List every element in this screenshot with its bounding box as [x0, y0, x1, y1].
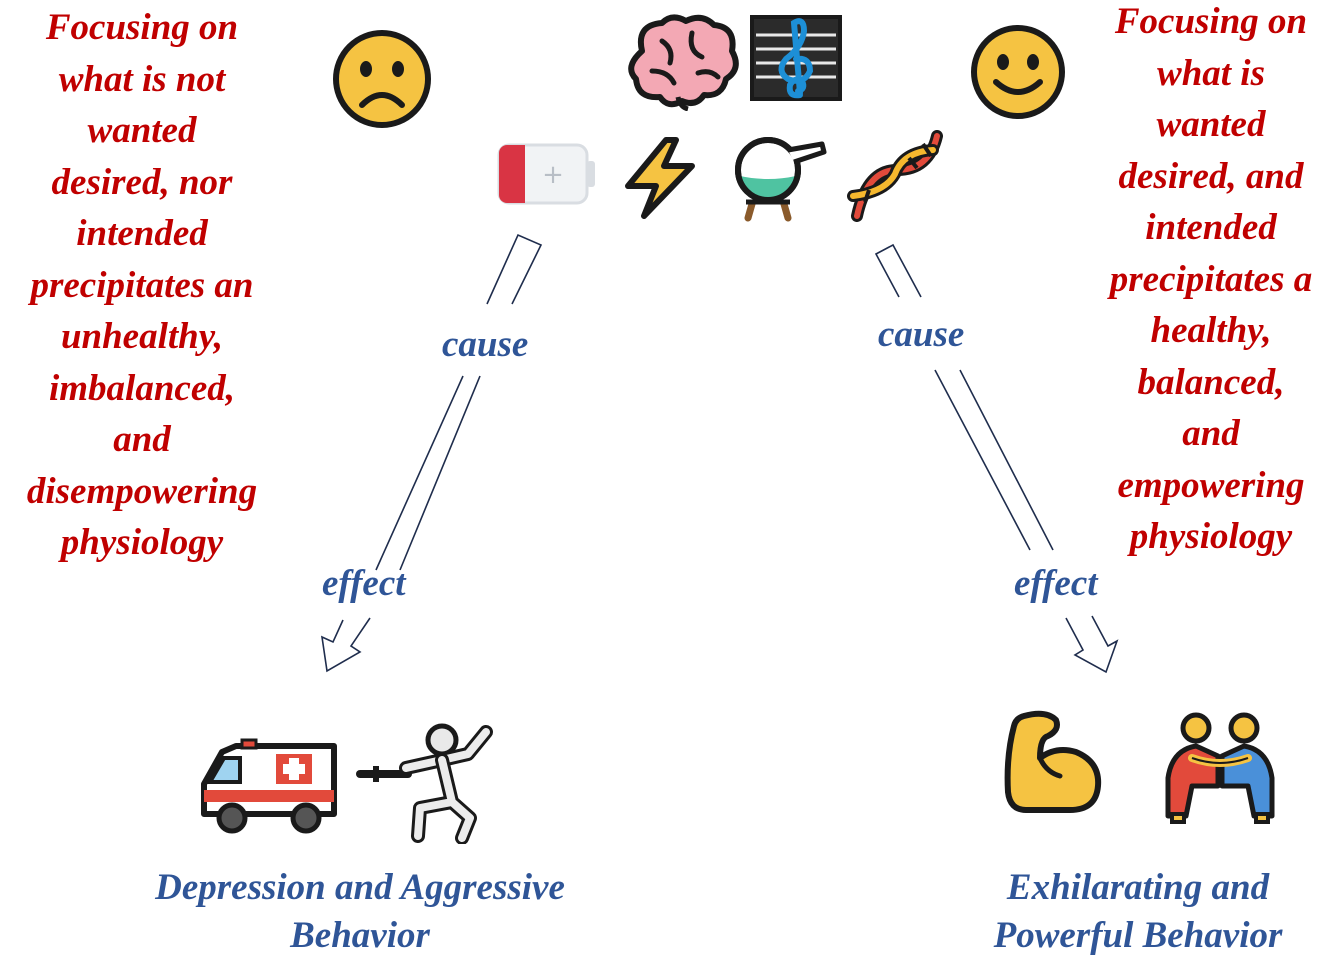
right-arrow-shaft-b	[959, 369, 1054, 551]
cause-label-left: cause	[442, 324, 529, 365]
right-arrow-shaft-a	[934, 369, 1031, 551]
right-arrow-head	[1065, 615, 1119, 674]
left-arrow-shaft-b	[399, 375, 481, 571]
fencer-icon	[356, 718, 506, 844]
right-arrow-upper	[874, 243, 922, 298]
music-score-icon	[748, 13, 844, 103]
left-arrow-upper	[486, 233, 543, 305]
left-description: Focusing on what is not wanted desired, …	[26, 7, 258, 563]
happy-face-icon	[968, 22, 1068, 122]
right-description: Focusing on what is wanted desired, and …	[1109, 1, 1313, 557]
cause-label-right: cause	[878, 314, 965, 355]
effect-label-left: effect	[322, 563, 406, 604]
dna-icon	[847, 130, 943, 222]
flexed-biceps-icon	[1000, 706, 1106, 818]
low-battery-icon: +	[495, 139, 599, 209]
wrestlers-icon	[1152, 708, 1288, 824]
sad-face-icon	[330, 27, 434, 131]
outcome-left: Depression and Aggressive Behavior	[155, 867, 565, 956]
outcome-right: Exhilarating and Powerful Behavior	[993, 867, 1283, 956]
alembic-icon	[730, 130, 830, 222]
svg-text:+: +	[542, 160, 564, 190]
left-arrow-head	[320, 617, 371, 673]
lightning-icon	[620, 136, 700, 220]
brain-icon	[622, 11, 742, 111]
effect-label-right: effect	[1014, 563, 1098, 604]
ambulance-icon	[196, 736, 342, 836]
left-arrow-shaft-a	[375, 375, 464, 571]
